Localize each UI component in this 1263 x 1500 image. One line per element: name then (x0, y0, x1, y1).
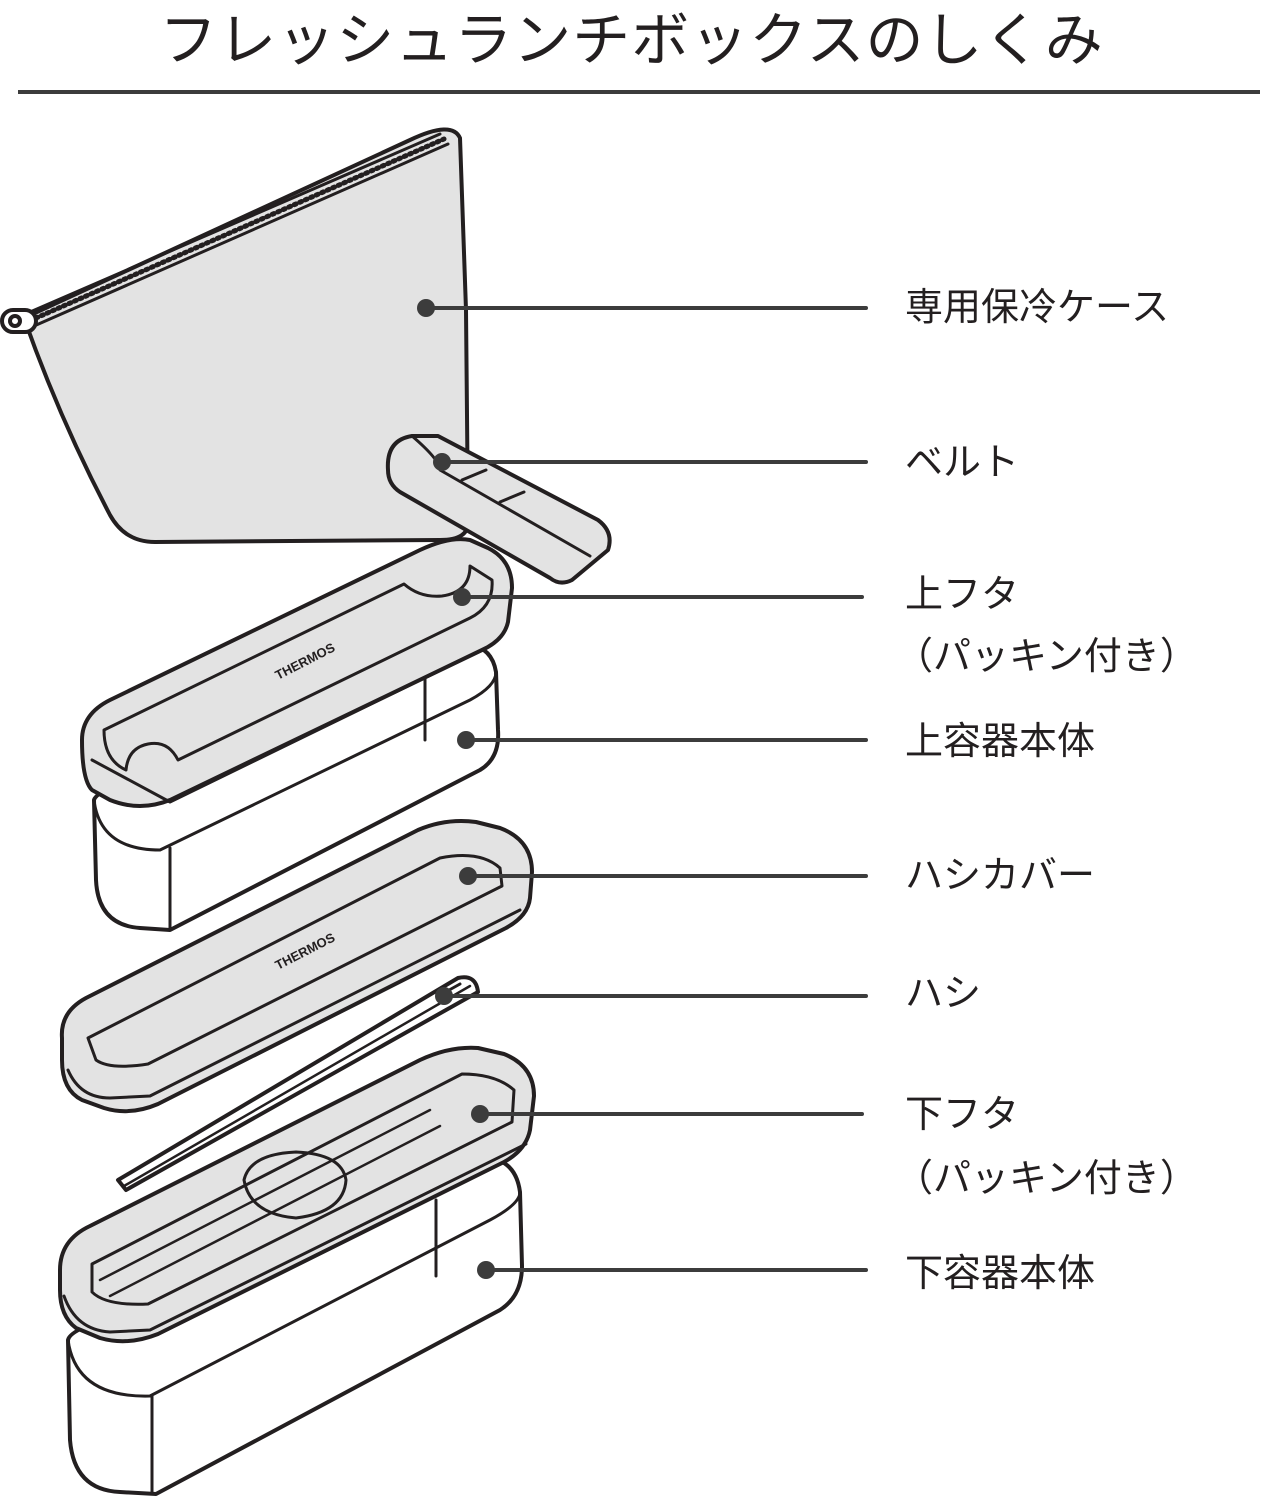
cooling-case-illustration (0, 127, 471, 544)
label-upper-lid-sub: （パッキン付き） (895, 634, 1198, 678)
label-upper-lid: 上フタ (905, 572, 1020, 616)
lower-lid-illustration (58, 1045, 536, 1344)
diagram-title: フレッシュランチボックスのしくみ (159, 6, 1104, 74)
label-chopsticks: ハシ (905, 971, 982, 1015)
chopsticks-illustration (116, 975, 480, 1192)
label-cooling-case: 専用保冷ケース (905, 285, 1170, 329)
leader-lines (424, 306, 868, 1272)
label-lower-lid: 下フタ (905, 1092, 1020, 1136)
label-lower-container: 下容器本体 (905, 1251, 1096, 1295)
label-upper-container: 上容器本体 (905, 719, 1096, 763)
label-lower-lid-sub: （パッキン付き） (895, 1156, 1198, 1200)
label-belt: ベルト (905, 440, 1020, 484)
upper-lid-illustration (80, 537, 514, 808)
leader-dots (417, 299, 495, 1279)
label-chopstick-cover: ハシカバー (905, 853, 1096, 897)
title-underline (18, 90, 1260, 94)
